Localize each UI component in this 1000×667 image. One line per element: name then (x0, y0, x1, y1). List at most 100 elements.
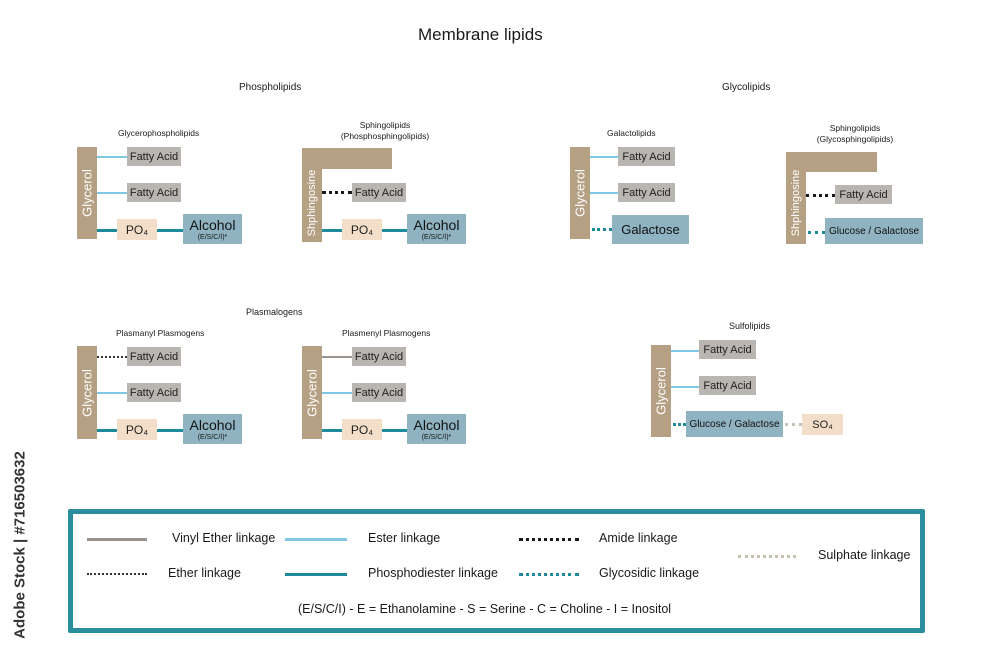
alcohol-box: Alcohol (E/S/C/I)* (407, 214, 466, 244)
phosphodiester-bond (322, 429, 342, 432)
glucose-galactose-box: Glucose / Galactose (825, 218, 923, 244)
sphingosine-backbone: Shphingosine (786, 152, 806, 244)
page-title: Membrane lipids (418, 25, 543, 44)
alcohol-sublabel: (E/S/C/I)* (197, 233, 228, 241)
ester-bond (590, 192, 618, 194)
fatty-acid-box: Fatty Acid (835, 185, 892, 204)
legend-ester-swatch (285, 538, 347, 541)
ester-bond (322, 392, 352, 394)
fatty-acid-box: Fatty Acid (699, 376, 756, 395)
section-plasmalogens: Plasmalogens (246, 307, 303, 317)
diagram-title: Sphingolipids (Phosphosphingolipids) (325, 120, 445, 142)
section-glycolipids: Glycolipids (722, 82, 771, 93)
po4-box: PO₄ (342, 419, 382, 440)
diagram-title-line: (Glycosphingolipids) (816, 134, 894, 144)
po4-box: PO₄ (117, 219, 157, 240)
fatty-acid-box: Fatty Acid (352, 183, 406, 202)
legend-phosphodiester-label: Phosphodiester linkage (368, 566, 498, 580)
alcohol-box: Alcohol (E/S/C/I)* (183, 414, 242, 444)
amide-bond (322, 191, 352, 194)
phosphodiester-bond (97, 429, 117, 432)
phosphodiester-bond (382, 429, 407, 432)
phosphodiester-bond (157, 229, 183, 232)
glycosidic-bond (673, 423, 686, 426)
diagram-title: Galactolipids (607, 128, 656, 138)
diagram-title: Sphingolipids (Glycosphingolipids) (800, 123, 910, 145)
section-phospholipids: Phospholipids (239, 82, 302, 93)
backbone-label: Shphingosine (306, 169, 318, 236)
legend-ester-label: Ester linkage (368, 531, 441, 545)
fatty-acid-box: Fatty Acid (127, 183, 181, 202)
legend-sulphate-label: Sulphate linkage (818, 548, 911, 562)
ester-bond (97, 156, 127, 158)
legend-box: Vinyl Ether linkage Ester linkage Amide … (68, 509, 925, 633)
stock-side-text: Adobe Stock | #716503632 (8, 430, 32, 660)
phosphodiester-bond (157, 429, 183, 432)
fatty-acid-box: Fatty Acid (127, 147, 181, 166)
ester-bond (97, 192, 127, 194)
ether-bond (97, 356, 127, 358)
glucose-galactose-box: Glucose / Galactose (686, 411, 783, 437)
amide-bond (806, 194, 835, 197)
diagram-title-line: Sphingolipids (359, 120, 411, 130)
legend-vinyl-ether-label: Vinyl Ether linkage (172, 531, 276, 545)
ester-bond (671, 386, 699, 388)
glycerol-backbone: Glycerol (570, 147, 590, 239)
fatty-acid-box: Fatty Acid (618, 183, 675, 202)
backbone-label: Glycerol (79, 169, 95, 217)
alcohol-box: Alcohol (E/S/C/I)* (183, 214, 242, 244)
stock-side-label: Adobe Stock | #716503632 (11, 451, 29, 639)
sphingosine-backbone: Shphingosine (302, 148, 322, 242)
ester-bond (671, 350, 699, 352)
backbone-label: Glycerol (653, 367, 669, 415)
alcohol-sublabel: (E/S/C/I)* (421, 433, 452, 441)
alcohol-label: Alcohol (189, 416, 236, 433)
backbone-label: Glycerol (304, 368, 320, 417)
fatty-acid-box: Fatty Acid (352, 347, 406, 366)
diagram-title-line: Sphingolipids (829, 123, 881, 133)
sulphate-bond (785, 423, 802, 426)
fatty-acid-box: Fatty Acid (699, 340, 756, 359)
fatty-acid-box: Fatty Acid (352, 383, 406, 402)
legend-phosphodiester-swatch (285, 573, 347, 576)
diagram-title: Plasmanyl Plasmogens (116, 328, 205, 338)
legend-glycosidic-label: Glycosidic linkage (599, 566, 700, 580)
so4-box: SO₄ (802, 414, 843, 435)
legend-ether-swatch (87, 573, 147, 575)
glycerol-backbone: Glycerol (651, 345, 671, 437)
legend-vinyl-ether-swatch (87, 538, 147, 541)
vinyl-ether-bond (322, 356, 352, 358)
alcohol-label: Alcohol (189, 216, 236, 233)
sphingosine-backbone-top (786, 152, 877, 172)
fatty-acid-box: Fatty Acid (618, 147, 675, 166)
backbone-label: Glycerol (572, 169, 588, 217)
alcohol-label: Alcohol (413, 216, 460, 233)
legend-sulphate-swatch (738, 555, 796, 558)
glycerol-backbone: Glycerol (302, 346, 322, 439)
po4-box: PO₄ (342, 219, 382, 240)
backbone-label: Glycerol (79, 368, 95, 417)
fatty-acid-box: Fatty Acid (127, 347, 181, 366)
diagram-title-line: (Phosphosphingolipids) (340, 131, 430, 141)
alcohol-label: Alcohol (413, 416, 460, 433)
po4-box: PO₄ (117, 419, 157, 440)
section-sulfolipids: Sulfolipids (729, 321, 771, 331)
legend-footnote: (E/S/C/I) - E = Ethanolamine - S = Serin… (298, 602, 672, 616)
backbone-label: Shphingosine (790, 169, 802, 236)
legend-ether-label: Ether linkage (168, 566, 241, 580)
phosphodiester-bond (382, 229, 407, 232)
ester-bond (97, 392, 127, 394)
glycerol-backbone: Glycerol (77, 346, 97, 439)
glycerol-backbone: Glycerol (77, 147, 97, 239)
fatty-acid-box: Fatty Acid (127, 383, 181, 402)
glycosidic-bond (808, 231, 825, 234)
phosphodiester-bond (97, 229, 117, 232)
ester-bond (590, 156, 618, 158)
alcohol-sublabel: (E/S/C/I)* (421, 233, 452, 241)
diagram-title: Plasmenyl Plasmogens (342, 328, 431, 338)
alcohol-box: Alcohol (E/S/C/I)* (407, 414, 466, 444)
legend-amide-swatch (519, 538, 579, 541)
legend-amide-label: Amide linkage (599, 531, 678, 545)
galactose-box: Galactose (612, 215, 689, 244)
sphingosine-backbone-top (302, 148, 392, 169)
